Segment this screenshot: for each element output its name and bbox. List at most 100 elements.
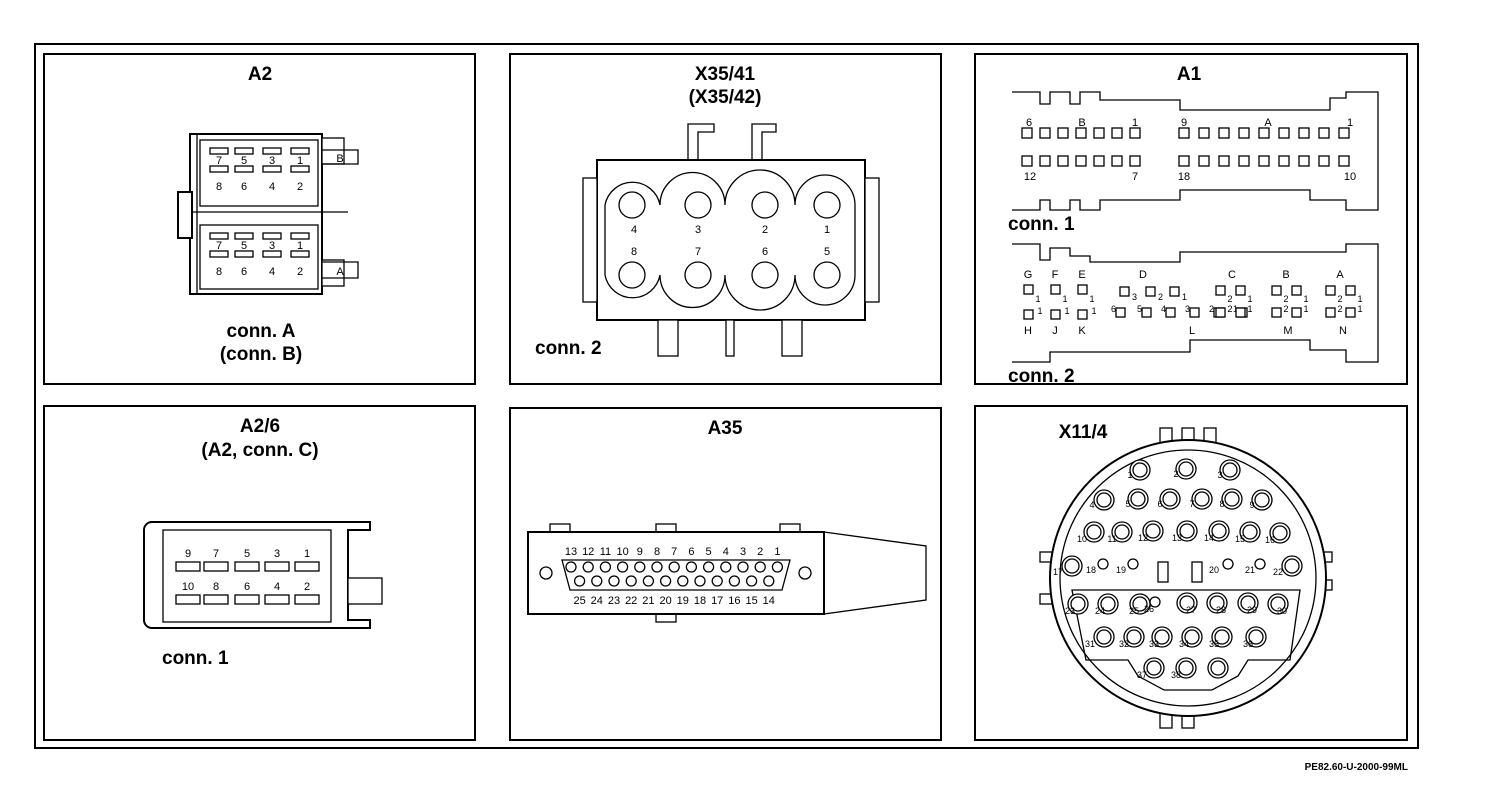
a2-pin-slot <box>262 165 282 173</box>
a2-pin-label: 1 <box>297 240 303 252</box>
a1-pin <box>1198 127 1210 139</box>
a1-pin-digit: 1 <box>1303 304 1308 314</box>
a1-pin <box>1345 285 1356 296</box>
a1-pin <box>1271 285 1282 296</box>
a1-pin <box>1271 307 1282 318</box>
a35-pin <box>745 575 758 587</box>
x114-pin-inner <box>1270 596 1286 612</box>
a2-pin-label: 3 <box>269 155 275 167</box>
x114-pin-label: 24 <box>1095 606 1105 616</box>
x114-pin-label: 1 <box>1127 470 1132 480</box>
x114-pin-label: 13 <box>1172 533 1182 543</box>
x114-pin-inner <box>1210 660 1226 676</box>
a1-pin <box>1111 127 1123 139</box>
a2-pin-label: 3 <box>269 240 275 252</box>
a35-pin-label: 7 <box>671 546 677 558</box>
panel-x114-title: X11/4 <box>1059 422 1108 443</box>
a26-pin-label: 10 <box>182 581 194 593</box>
x114-pin-label: 12 <box>1138 533 1148 543</box>
x35-pin <box>618 261 646 289</box>
a1-pin-digit: 1 <box>1064 306 1069 316</box>
a2-pin-slot <box>290 232 310 240</box>
a1-group-label: G <box>1024 269 1033 281</box>
x114-pin-inner <box>1096 629 1112 645</box>
x114-pin-inner <box>1242 524 1258 540</box>
x114-pin-inner <box>1284 558 1300 574</box>
x114-pin-label: 26 <box>1144 604 1154 614</box>
figure-code: PE82.60-U-2000-99ML <box>1305 762 1408 773</box>
x114-pin-inner <box>1145 523 1161 539</box>
x114-pin <box>1127 558 1139 570</box>
a1-group-label: N <box>1339 325 1347 337</box>
a35-pin <box>608 575 620 587</box>
a35-pin <box>771 561 784 573</box>
x114-pin-label: 2 <box>1173 469 1178 479</box>
a35-pin <box>659 575 672 587</box>
a35-pin-label: 6 <box>688 546 694 558</box>
x35-pin-label: 4 <box>631 224 637 236</box>
x114-pin-label: 7 <box>1189 499 1194 509</box>
a26-pin-label: 1 <box>304 548 310 560</box>
x114-pin-inner <box>1224 491 1240 507</box>
panel-a2-border <box>43 53 476 385</box>
a35-pin <box>573 575 586 587</box>
a26-pin-label: 9 <box>185 548 191 560</box>
a1-pin-digit: 1 <box>1037 306 1042 316</box>
x114-pin-inner <box>1132 462 1148 478</box>
x114-pin-label: 20 <box>1209 565 1219 575</box>
a26-pin <box>264 594 290 605</box>
a1-pin-digit: 1 <box>1357 294 1362 304</box>
x35-pin <box>813 191 841 219</box>
x114-pin-label: 22 <box>1273 567 1283 577</box>
a26-pin-label: 2 <box>304 581 310 593</box>
x35-pin <box>618 191 646 219</box>
a26-pin-label: 5 <box>244 548 250 560</box>
x114-pin-inner <box>1211 523 1227 539</box>
a1-pin <box>1093 155 1105 167</box>
a1-pin <box>1291 285 1302 296</box>
x114-pin-label: 16 <box>1265 535 1275 545</box>
a35-pin-label: 12 <box>582 546 594 558</box>
a35-pin <box>591 575 603 587</box>
a1-pin <box>1298 155 1310 167</box>
a35-pin <box>763 575 775 587</box>
a1-pin <box>1021 127 1033 139</box>
x114-pin-label: 4 <box>1089 500 1094 510</box>
a1-pin-digit: 1 <box>1247 294 1252 304</box>
a1-pin-digit: 5 <box>1137 304 1142 314</box>
a1-pin <box>1189 307 1200 318</box>
a26-pin <box>264 561 290 572</box>
a26-pin <box>203 594 229 605</box>
a35-pin <box>728 575 741 587</box>
a35-pin <box>677 575 689 587</box>
x114-pin-label: 33 <box>1149 639 1159 649</box>
a35-pin <box>651 561 663 573</box>
x114-pin-inner <box>1209 595 1225 611</box>
a35-pin-label: 23 <box>608 595 620 607</box>
a1-pin <box>1235 285 1246 296</box>
a1-pin <box>1218 127 1230 139</box>
panel-a35-border <box>509 407 942 741</box>
a1-group-label: H <box>1024 325 1032 337</box>
a2-pin-slot <box>262 232 282 240</box>
x35-conn-label: conn. 2 <box>535 338 602 359</box>
outer-frame <box>34 43 1419 749</box>
a1-conn1-outline <box>1012 91 1379 211</box>
a35-pin-label: 10 <box>616 546 628 558</box>
a2-pin-label: 1 <box>297 155 303 167</box>
x114-pin-inner <box>1162 491 1178 507</box>
panel-x35-border <box>509 53 942 385</box>
x114-pin-inner <box>1100 596 1116 612</box>
a35-pin <box>634 561 646 573</box>
x114-pin-label: 30 <box>1277 606 1287 616</box>
x114-pin-label: 36 <box>1243 639 1253 649</box>
a1-pin-label: 1 <box>1347 117 1353 129</box>
a26-conn-label: conn. 1 <box>162 648 229 669</box>
a35-pin-label: 14 <box>763 595 775 607</box>
x114-pin-label: 25 <box>1129 606 1139 616</box>
a35-pin-label: 13 <box>565 546 577 558</box>
x114-pin-inner <box>1178 461 1194 477</box>
a1-pin <box>1318 127 1330 139</box>
a2-connector-drawing <box>177 133 359 295</box>
